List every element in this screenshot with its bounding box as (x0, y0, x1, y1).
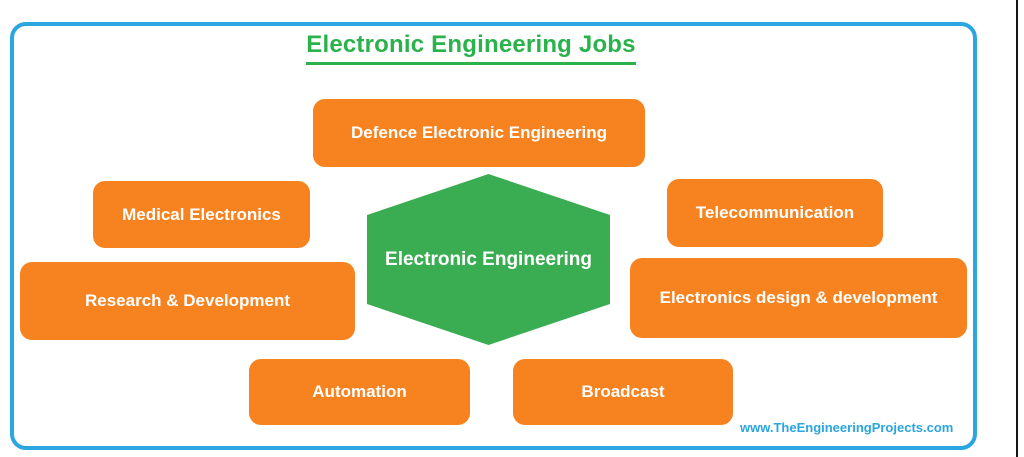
job-box-medical-electronics: Medical Electronics (93, 181, 310, 248)
border-frame (10, 22, 977, 450)
page-title-row: Electronic Engineering Jobs (0, 31, 942, 65)
job-box-electronics-design-and-development: Electronics design & development (630, 258, 967, 338)
job-box-research-and-development: Research & Development (20, 262, 355, 340)
center-hexagon: Electronic Engineering (367, 174, 610, 345)
center-hexagon-label: Electronic Engineering (385, 248, 592, 270)
website-credit: www.TheEngineeringProjects.com (740, 420, 954, 435)
job-box-automation: Automation (249, 359, 470, 425)
job-box-telecommunication: Telecommunication (667, 179, 883, 247)
job-box-broadcast: Broadcast (513, 359, 733, 425)
right-edge-line (1016, 0, 1018, 457)
job-box-defence-electronic-engineering: Defence Electronic Engineering (313, 99, 645, 167)
page-title: Electronic Engineering Jobs (306, 31, 636, 65)
